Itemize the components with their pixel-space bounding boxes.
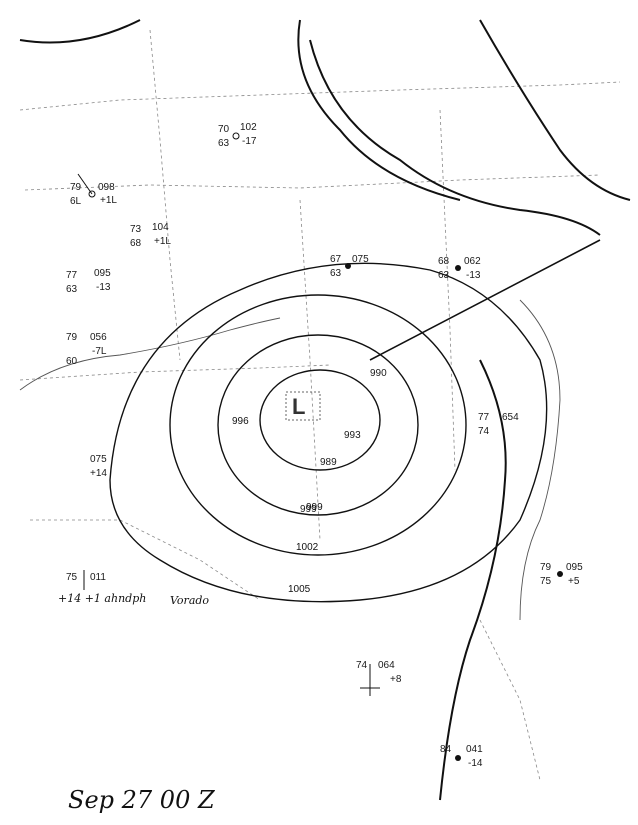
svg-text:102: 102 [240,122,257,133]
svg-text:79: 79 [540,562,552,573]
svg-text:+1L: +1L [154,236,171,247]
svg-text:77: 77 [478,412,490,423]
svg-text:68: 68 [438,256,450,267]
svg-text:79: 79 [70,182,82,193]
svg-text:+8: +8 [390,674,402,685]
station-plot: 79 6L 098 +1L [70,173,117,207]
station-plot: 77 63 095 -13 [66,268,111,295]
station-plot: 79 75 095 +5 [540,562,583,587]
handwritten-notes: +14 +1 ahndph Vorado Sep 27 00 Z [58,592,216,814]
svg-text:-14: -14 [468,758,483,769]
svg-text:63: 63 [438,270,450,281]
svg-text:79: 79 [66,332,78,343]
svg-text:064: 064 [378,660,395,671]
station-plot: 73 68 104 +1L [130,222,171,249]
svg-text:77: 77 [66,270,78,281]
svg-text:+1L: +1L [100,195,117,206]
station-plot: 68 63 062 -13 [438,256,481,281]
svg-text:63: 63 [330,268,342,279]
svg-text:75: 75 [540,576,552,587]
center-pressure-2: 989 [320,457,337,468]
svg-text:062: 062 [464,256,481,267]
isobar-label-999: 999 [306,502,323,513]
svg-text:056: 056 [90,332,107,343]
isobars [109,262,548,603]
station-plot: 75 011 [66,570,106,590]
station-plot: 79 60 056 -7L [66,332,107,367]
isobar-labels: 1005 1002 999 996 [232,416,323,595]
station-note-2: Vorado [170,594,209,607]
svg-text:63: 63 [218,138,230,149]
svg-text:-13: -13 [96,282,111,293]
svg-text:84: 84 [440,744,452,755]
station-note-1: +14 +1 ahndph [58,592,146,605]
svg-text:-17: -17 [242,136,257,147]
svg-text:+5: +5 [568,576,580,587]
front-lines [19,19,631,801]
svg-text:6L: 6L [70,196,82,207]
svg-text:-7L: -7L [92,346,107,357]
svg-text:67: 67 [330,254,342,265]
low-pressure-center: L 990 989 993 999 [285,368,387,515]
station-plot: 84 041 -14 [440,744,483,769]
svg-text:-13: -13 [466,270,481,281]
isobar-label-1002: 1002 [296,542,319,553]
station-plot: 67 63 075 [330,254,369,279]
isobar-label-1005: 1005 [288,584,311,595]
svg-text:63: 63 [66,284,78,295]
low-center-label: L [292,394,305,419]
svg-text:075: 075 [352,254,369,265]
svg-text:74: 74 [478,426,490,437]
political-boundaries [19,29,621,781]
station-plot: 77 74 654 [478,412,519,437]
center-pressure-3: 993 [344,430,361,441]
svg-text:74: 74 [356,660,368,671]
svg-text:70: 70 [218,124,230,135]
svg-text:011: 011 [90,572,106,583]
map-caption: Sep 27 00 Z [68,786,216,814]
coastline [19,299,561,621]
station-plots: 79 6L 098 +1L 70 63 102 -17 73 68 104 +1… [66,122,583,769]
svg-text:095: 095 [94,268,111,279]
svg-text:075: 075 [90,454,107,465]
svg-text:104: 104 [152,222,169,233]
center-pressure-5: 999 [300,504,317,515]
station-plot: 74 064 +8 [356,660,402,696]
svg-text:095: 095 [566,562,583,573]
svg-text:654: 654 [502,412,519,423]
svg-text:041: 041 [466,744,483,755]
svg-text:60: 60 [66,356,78,367]
svg-text:+14: +14 [90,468,107,479]
station-plot: 075 +14 [90,454,107,479]
center-pressure-1: 990 [370,368,387,379]
isobar-label-996: 996 [232,416,249,427]
station-plot: 70 63 102 -17 [218,122,257,149]
svg-text:68: 68 [130,238,142,249]
svg-text:75: 75 [66,572,78,583]
svg-text:098: 098 [98,182,115,193]
svg-text:73: 73 [130,224,142,235]
